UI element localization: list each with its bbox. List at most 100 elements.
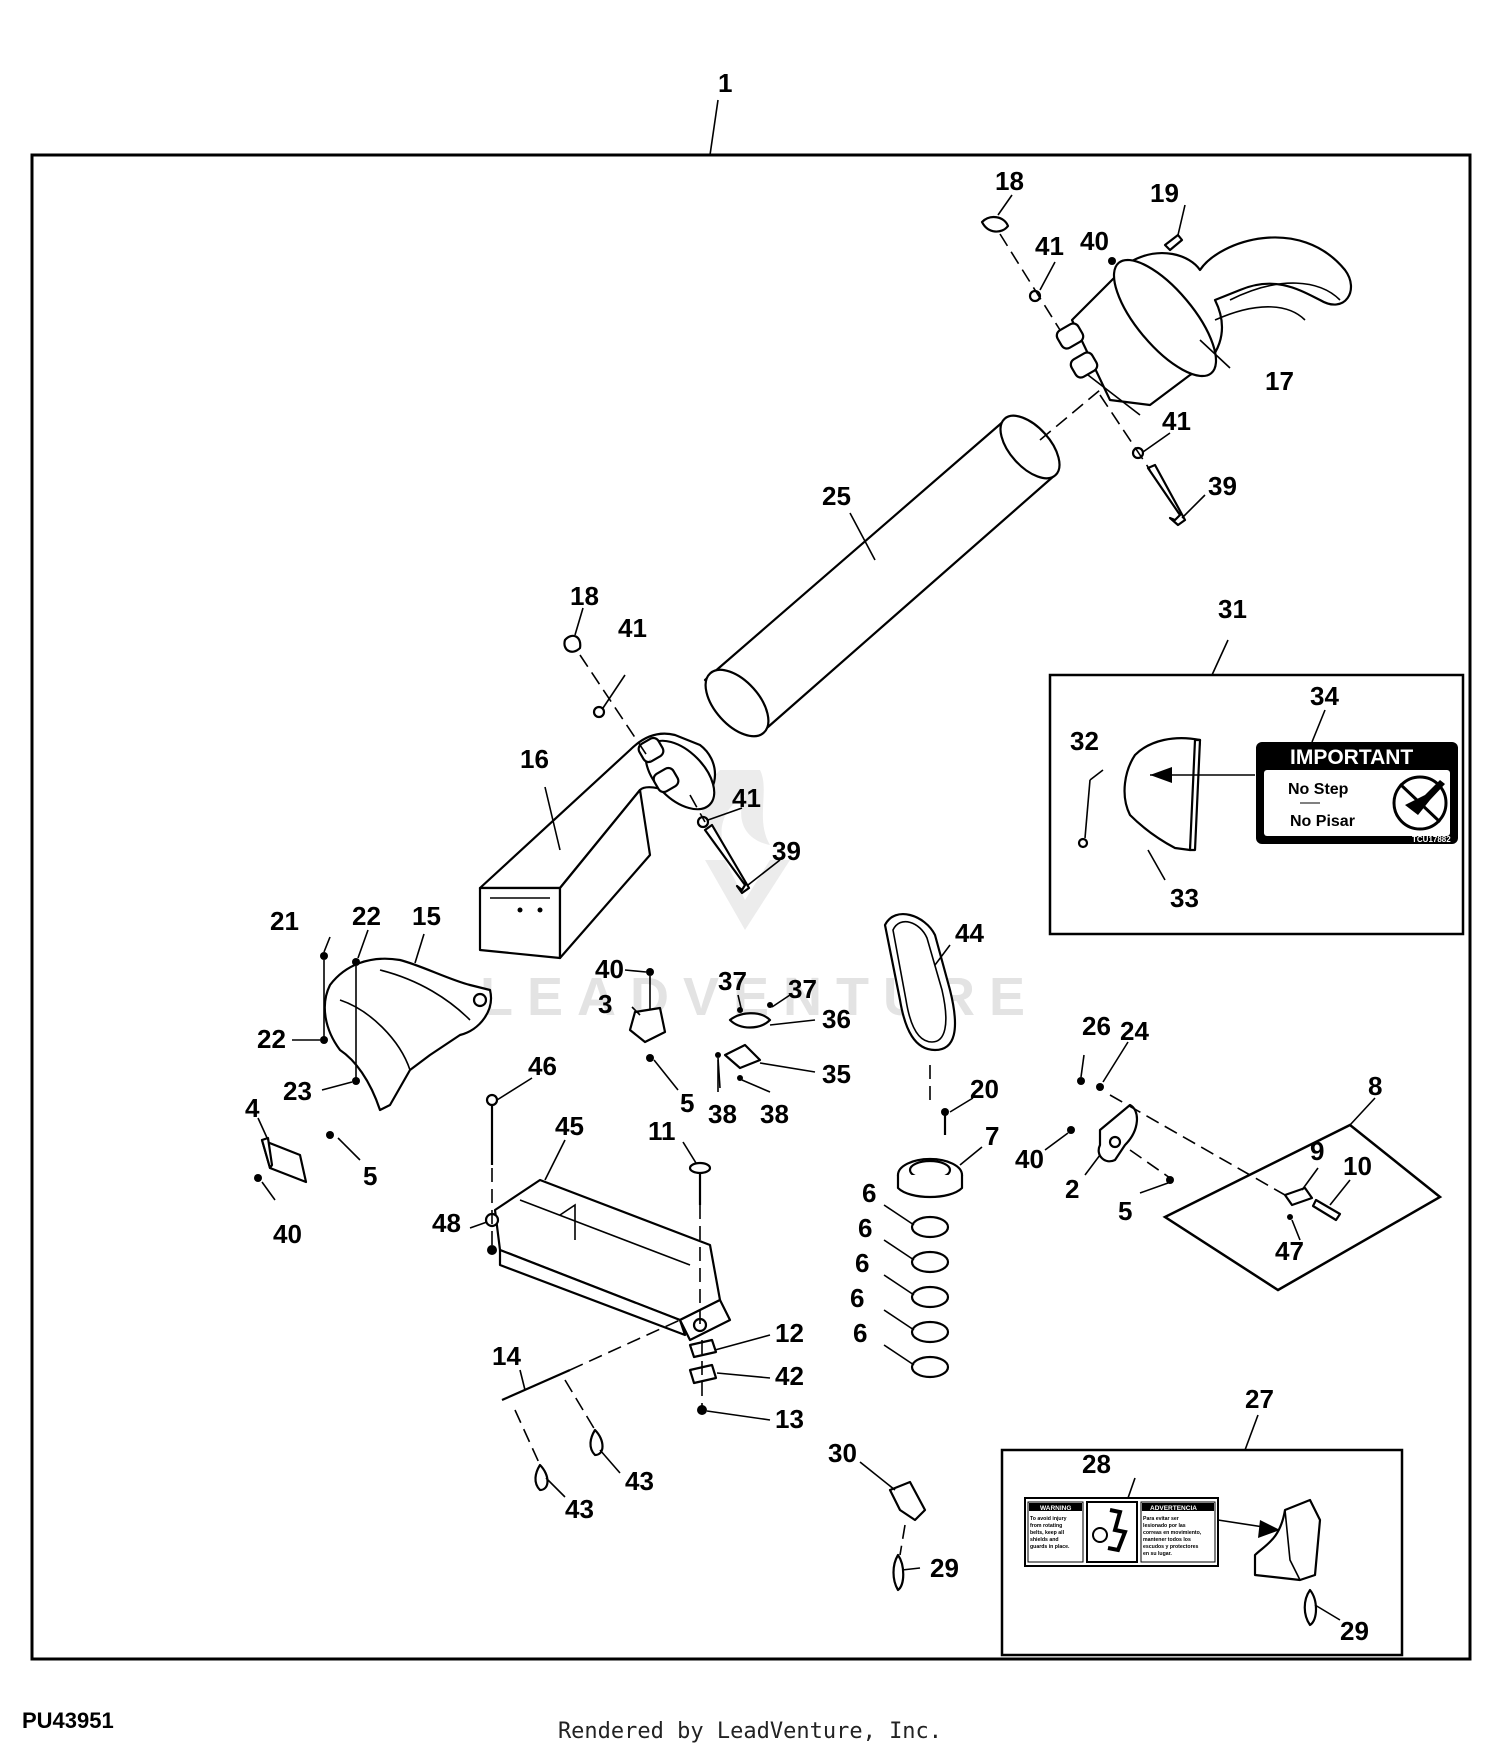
callout-34: 34 [1310, 681, 1339, 711]
bracket-2 [1097, 1103, 1138, 1163]
warning-right-heading: ADVERTENCIA [1150, 1505, 1197, 1512]
inset-27-box [1000, 1448, 1404, 1657]
warning-left-line: shields and [1030, 1537, 1059, 1543]
decal-line2: No Pisar [1290, 813, 1355, 830]
callout-22: 22 [257, 1024, 286, 1054]
callout-24: 24 [1120, 1016, 1149, 1046]
callout-25: 25 [822, 481, 851, 511]
callout-labels: 1 18 19 41 40 17 41 39 25 18 41 16 41 39… [245, 68, 1382, 1646]
chute-elbow-17 [1055, 236, 1353, 416]
callout-32: 32 [1070, 726, 1099, 756]
callout-47: 47 [1275, 1236, 1304, 1266]
callout-36: 36 [822, 1004, 851, 1034]
callout-45: 45 [555, 1111, 584, 1141]
callout-46: 46 [528, 1051, 557, 1081]
callout-20: 20 [970, 1074, 999, 1104]
callout-33: 33 [1170, 883, 1199, 913]
pulley-7 [896, 1157, 964, 1198]
callout-31: 31 [1218, 594, 1247, 624]
callout-1: 1 [718, 68, 732, 98]
warning-left-heading: WARNING [1040, 1505, 1071, 1512]
callout-12: 12 [775, 1318, 804, 1348]
callout-39: 39 [1208, 471, 1237, 501]
callout-44: 44 [955, 918, 984, 948]
callout-29: 29 [1340, 1616, 1369, 1646]
warning-right-line: mantener todos los [1143, 1537, 1191, 1543]
kit-8-outline [1162, 1123, 1443, 1292]
callout-3: 3 [598, 989, 612, 1019]
callout-41: 41 [1162, 406, 1191, 436]
callout-30: 30 [828, 1438, 857, 1468]
callout-39: 39 [772, 836, 801, 866]
callout-16: 16 [520, 744, 549, 774]
warning-left-line: belts, keep all [1030, 1530, 1065, 1536]
callout-40: 40 [1080, 226, 1109, 256]
callout-41: 41 [732, 783, 761, 813]
callout-38: 38 [708, 1099, 737, 1129]
callout-19: 19 [1150, 178, 1179, 208]
warning-left-line: guards in place. [1030, 1544, 1070, 1550]
callout-7: 7 [985, 1121, 999, 1151]
callout-48: 48 [432, 1208, 461, 1238]
callout-2: 2 [1065, 1174, 1079, 1204]
callout-10: 10 [1343, 1151, 1372, 1181]
callout-18: 18 [570, 581, 599, 611]
decal-line1: No Step [1288, 781, 1349, 798]
callout-38: 38 [760, 1099, 789, 1129]
wing-nut-18-upper [980, 216, 1010, 233]
inset-27-shield [1253, 1498, 1322, 1582]
callout-40: 40 [595, 954, 624, 984]
callout-8: 8 [1368, 1071, 1382, 1101]
decal-code: TCU17882 [1412, 835, 1451, 844]
clip-3 [628, 968, 667, 1062]
callout-27: 27 [1245, 1384, 1274, 1414]
callout-42: 42 [775, 1361, 804, 1391]
decal-heading: IMPORTANT [1290, 746, 1413, 769]
callout-9: 9 [1310, 1136, 1324, 1166]
callout-22: 22 [352, 901, 381, 931]
callout-35: 35 [822, 1059, 851, 1089]
callout-28: 28 [1082, 1449, 1111, 1479]
rendered-by-footer: Rendered by LeadVenture, Inc. [557, 1719, 943, 1744]
callout-5: 5 [363, 1161, 377, 1191]
callout-4: 4 [245, 1093, 260, 1123]
callout-5: 5 [1118, 1196, 1132, 1226]
callout-14: 14 [492, 1341, 521, 1371]
callout-5: 5 [680, 1088, 694, 1118]
important-decal-34: IMPORTANT No Step No Pisar TCU17882 [1256, 742, 1458, 844]
document-id: PU43951 [22, 1708, 114, 1733]
bracket-4 [254, 1131, 334, 1184]
callout-15: 15 [412, 901, 441, 931]
warning-left-line: from rotating [1030, 1523, 1062, 1529]
warning-right-line: en su lugar. [1143, 1551, 1172, 1557]
callout-18: 18 [995, 166, 1024, 196]
shield-15 [323, 957, 493, 1112]
callout-leaders [257, 194, 1376, 1621]
inset-31-shield [1077, 737, 1202, 881]
callout-6: 6 [853, 1318, 867, 1348]
callout-6: 6 [850, 1283, 864, 1313]
inset-31-box [1048, 673, 1465, 936]
belt-44 [883, 913, 957, 1052]
latch-parts-35-38 [715, 1002, 773, 1089]
callout-26: 26 [1082, 1011, 1111, 1041]
warning-right-line: Para evitar ser [1143, 1516, 1179, 1522]
warning-decal-28: WARNING ADVERTENCIA To avoid injury from… [1024, 1497, 1219, 1567]
callout-11: 11 [648, 1116, 676, 1146]
chute-tube-25 [703, 414, 1061, 738]
callout-40: 40 [1015, 1144, 1044, 1174]
chute-base-45 [493, 1178, 732, 1342]
lower-chute-16 [478, 732, 716, 960]
callout-43: 43 [565, 1494, 594, 1524]
callout-6: 6 [855, 1248, 869, 1278]
spacers-6 [910, 1215, 950, 1379]
callout-23: 23 [283, 1076, 312, 1106]
callout-21: 21 [270, 906, 299, 936]
callout-37: 37 [788, 974, 817, 1004]
callout-41: 41 [618, 613, 647, 643]
callout-37: 37 [718, 966, 747, 996]
warning-right-line: escudos y protectores [1143, 1544, 1198, 1550]
callout-43: 43 [625, 1466, 654, 1496]
assembly-frame [30, 153, 1472, 1661]
